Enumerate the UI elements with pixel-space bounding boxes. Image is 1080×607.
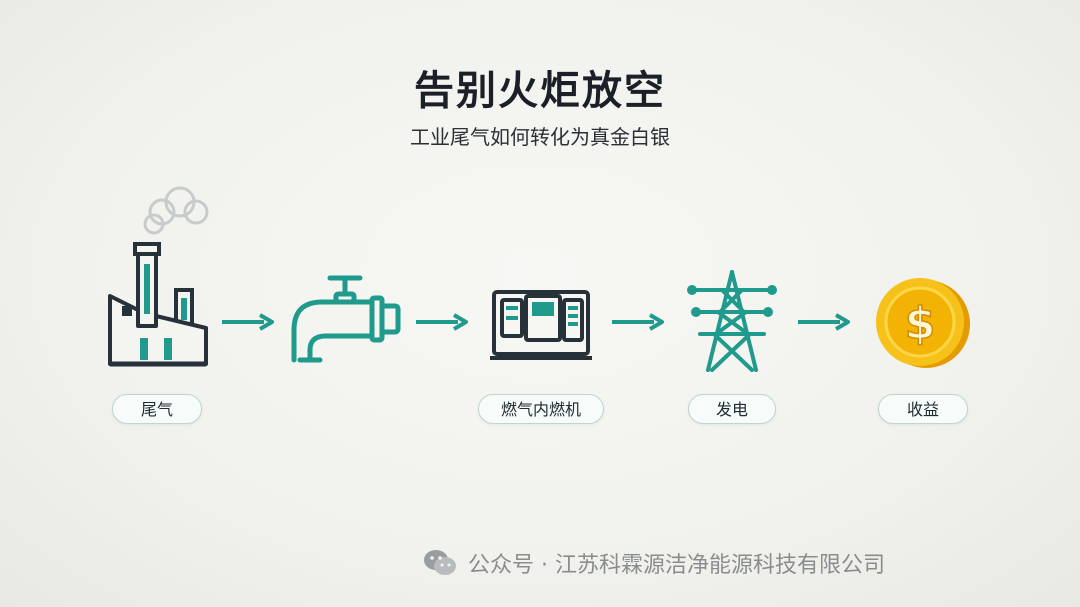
footer-watermark: 公众号 · 江苏科霖源洁净能源科技有限公司 bbox=[422, 546, 885, 580]
svg-text:$: $ bbox=[905, 298, 936, 349]
arrow-right-icon bbox=[798, 313, 850, 331]
page-title: 告别火炬放空 bbox=[414, 68, 666, 114]
power-tower-icon bbox=[687, 270, 777, 372]
factory-smoke-icon bbox=[108, 186, 209, 367]
arrow-right-icon bbox=[222, 313, 274, 331]
arrow-right-icon bbox=[416, 313, 468, 331]
wechat-icon bbox=[424, 550, 456, 575]
gas-engine-icon bbox=[490, 290, 592, 360]
step-label-gas-engine: 燃气内燃机 bbox=[478, 394, 604, 424]
page-subtitle: 工业尾气如何转化为真金白银 bbox=[410, 125, 670, 149]
step-label-power: 发电 bbox=[688, 394, 776, 424]
step-label-tail-gas: 尾气 bbox=[112, 394, 202, 424]
pipe-faucet-icon bbox=[291, 275, 401, 363]
arrow-right-icon bbox=[612, 313, 664, 331]
footer-text: 公众号 · 江苏科霖源洁净能源科技有限公司 bbox=[468, 553, 885, 578]
gold-coin-icon: $ bbox=[876, 278, 970, 368]
step-label-revenue: 收益 bbox=[878, 394, 968, 424]
